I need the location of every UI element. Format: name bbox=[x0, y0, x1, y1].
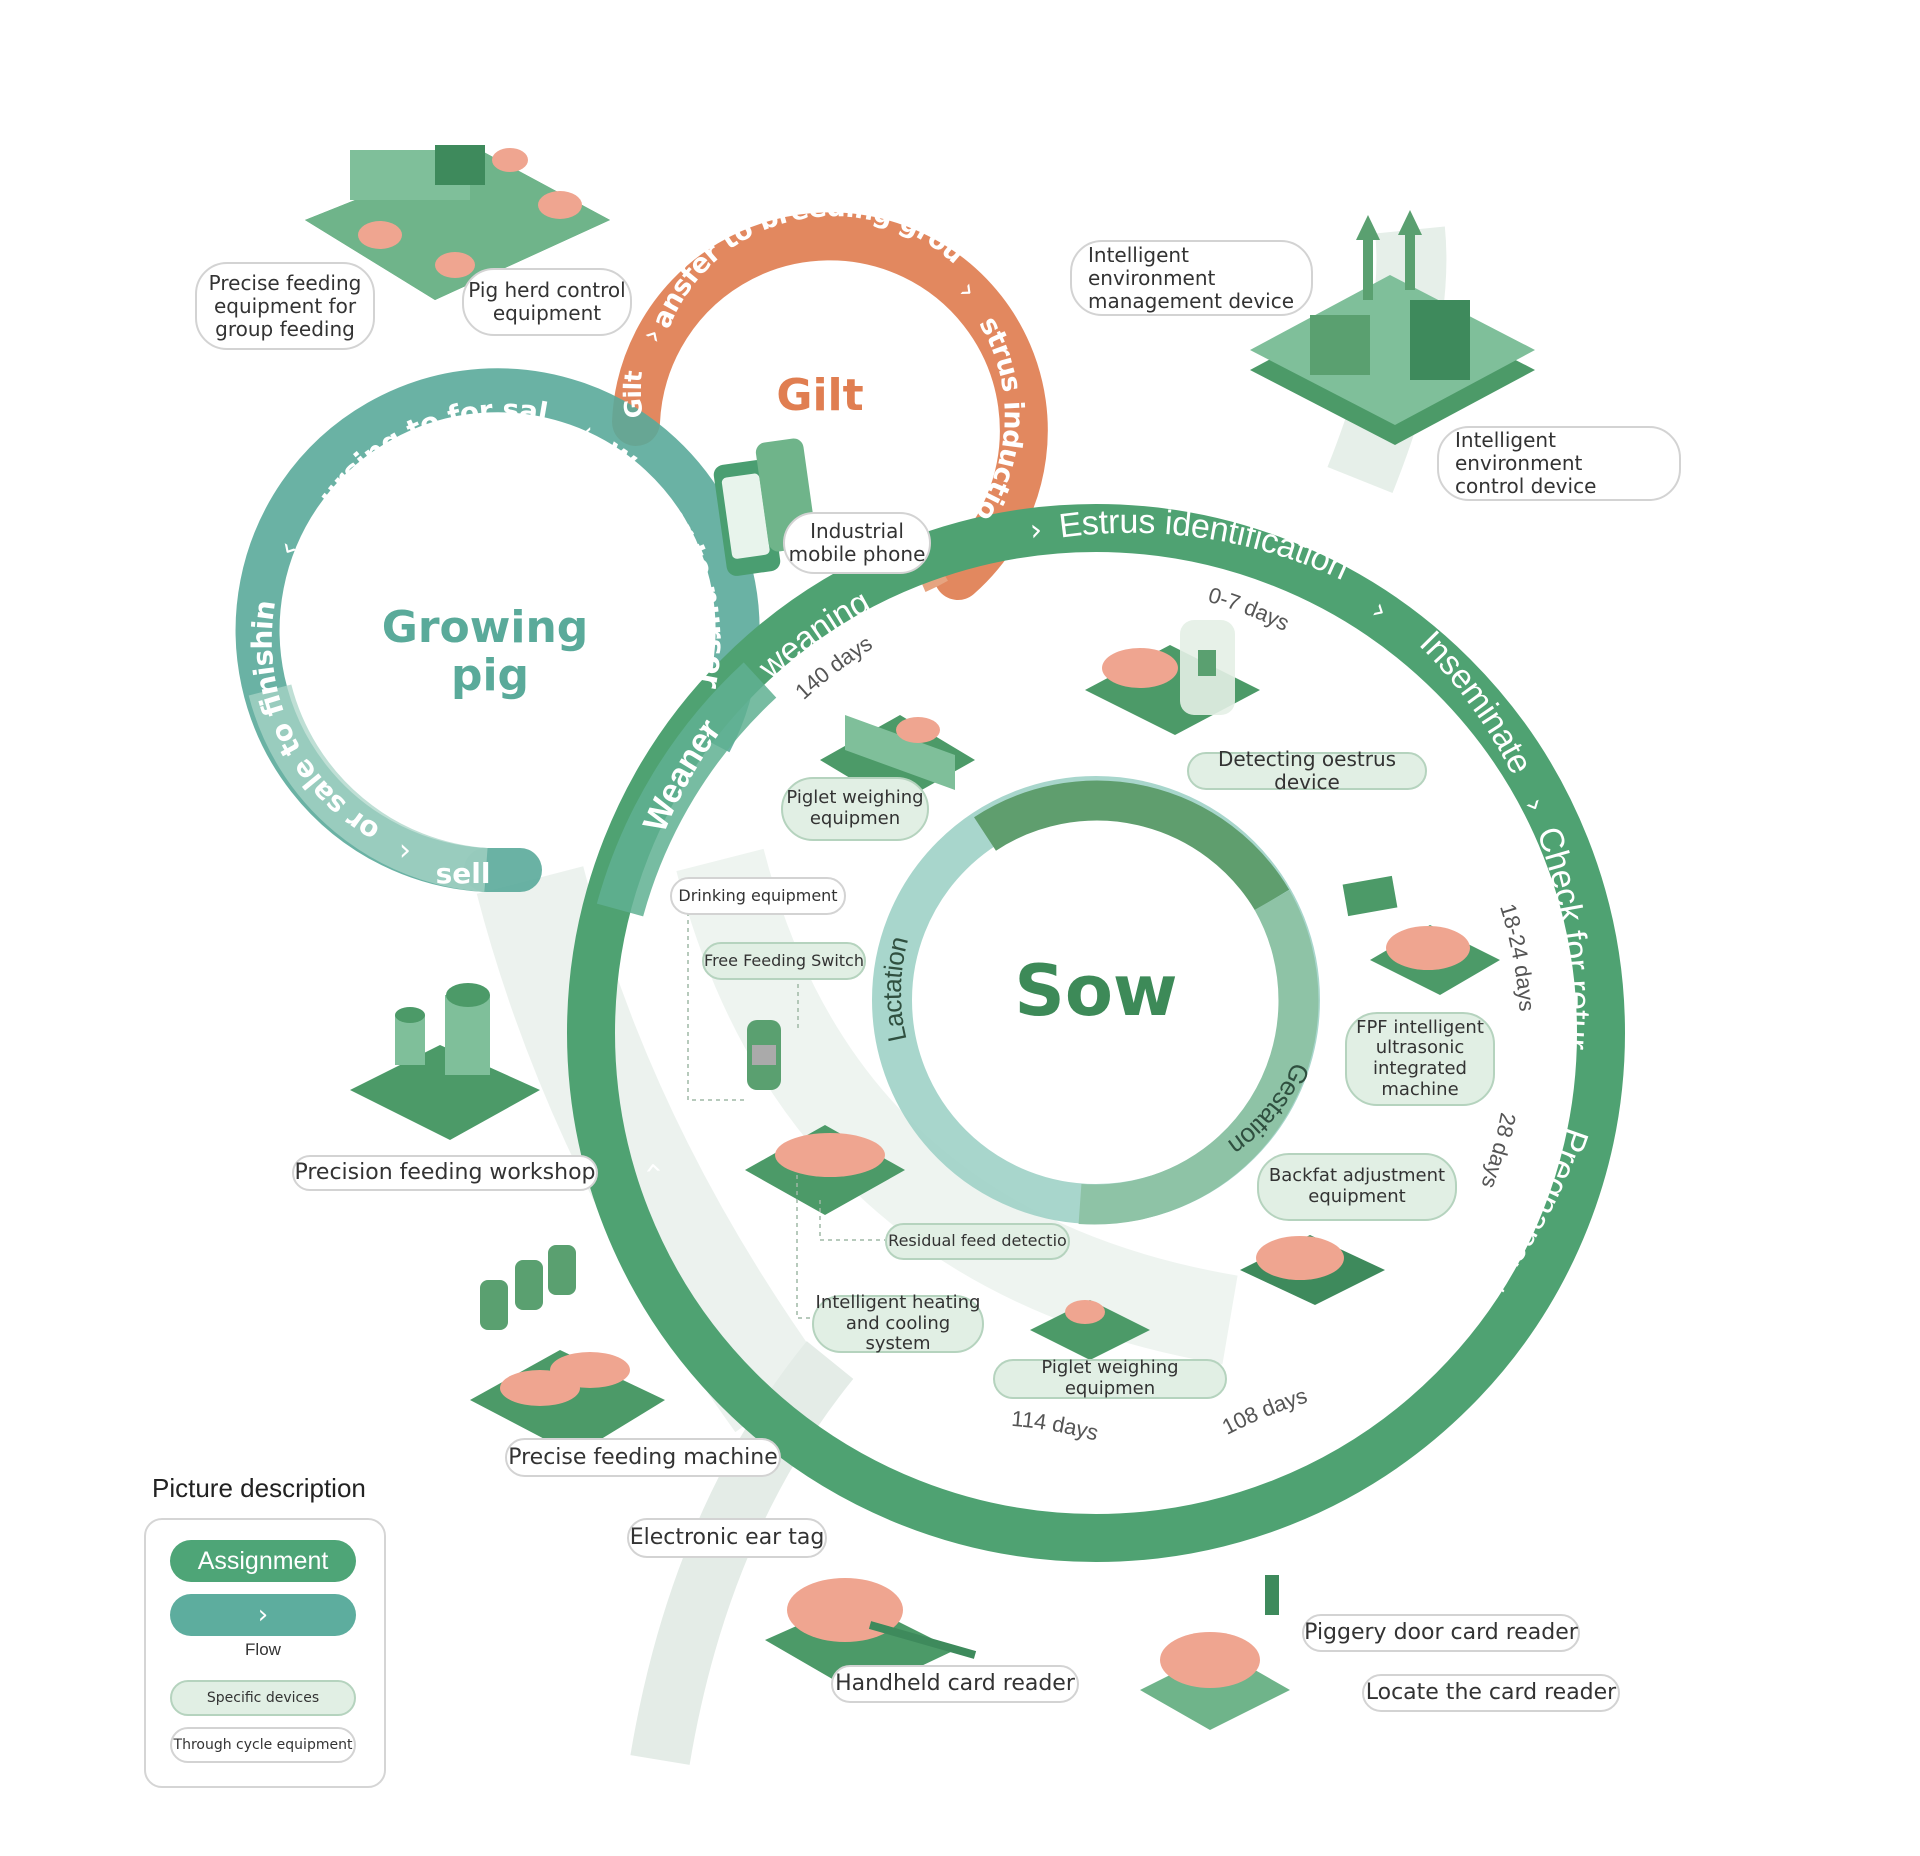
gilt-hub-label: Gilt bbox=[776, 370, 863, 421]
group-feeding-illustration bbox=[305, 145, 610, 300]
legend-assignment: Assignment bbox=[170, 1540, 356, 1582]
legend-flow-label: Flow bbox=[245, 1640, 281, 1659]
feeding-station-illustration bbox=[745, 1020, 905, 1215]
hub-labels: Sow Gilt Growing pig bbox=[382, 370, 1178, 1032]
piglet-weigh-bottom-illustration bbox=[1030, 1300, 1150, 1360]
svg-text:28 days: 28 days bbox=[1476, 1111, 1520, 1192]
flow-arrow: › bbox=[1165, 1462, 1178, 1497]
growing-pig-hub-label-1: Growing bbox=[382, 602, 589, 653]
legend-title: Picture description bbox=[152, 1473, 366, 1503]
legend-through-cycle: Through cycle equipment bbox=[170, 1727, 356, 1763]
device-pig-herd-control: Pig herd control equipment bbox=[462, 268, 632, 336]
door-reader-illustration bbox=[1140, 1575, 1290, 1730]
device-electronic-ear-tag: Electronic ear tag bbox=[627, 1518, 827, 1558]
duration-28-days: 28 days bbox=[1476, 1111, 1520, 1192]
device-fpf-machine: FPF intelligent ultrasonic integrated ma… bbox=[1345, 1012, 1495, 1106]
device-env-management: Intelligent environment management devic… bbox=[1070, 240, 1313, 316]
duration-18-24-days: 18-24 days bbox=[1495, 901, 1540, 1013]
flow-arrow: › bbox=[1394, 1352, 1426, 1387]
growing-ring-labels: Nursing to for sale Weaner to nursery Fo… bbox=[0, 0, 731, 890]
device-drinking: Drinking equipment bbox=[670, 877, 846, 915]
stage-inseminate: Inseminate bbox=[1412, 623, 1539, 779]
device-piglet-weighing-top: Piglet weighing equipmen bbox=[781, 777, 929, 841]
machine-illustrations bbox=[305, 145, 1535, 1730]
svg-text:18-24 days: 18-24 days bbox=[1495, 901, 1540, 1013]
device-piglet-weighing-bottom: Piglet weighing equipmen bbox=[993, 1357, 1227, 1399]
fpf-illustration bbox=[1342, 875, 1500, 995]
device-backfat: Backfat adjustment equipment bbox=[1257, 1153, 1457, 1221]
flow-arrow: › bbox=[581, 417, 593, 452]
device-industrial-phone: Industrial mobile phone bbox=[783, 512, 931, 574]
svg-text:Farrowing: Farrowing bbox=[978, 1439, 1133, 1491]
legend-flow-swatch: › bbox=[170, 1594, 356, 1636]
flow-arrow: › bbox=[1546, 1091, 1583, 1109]
flow-arrow: › bbox=[635, 1160, 671, 1175]
growing-pig-hub-label-2: pig bbox=[451, 650, 529, 701]
duration-114-days: 114 days bbox=[1010, 1406, 1101, 1446]
svg-text:For sale to finishing: For sale to finishing bbox=[0, 0, 385, 849]
backfat-illustration bbox=[1240, 1235, 1385, 1305]
device-residual-feed: Residual feed detectio bbox=[885, 1223, 1070, 1260]
precise-machine-illustration bbox=[470, 1245, 665, 1455]
silo-illustration bbox=[350, 983, 540, 1140]
growing-sale-to-finishing: For sale to finishing bbox=[0, 0, 385, 849]
svg-text:Gilt: Gilt bbox=[619, 369, 649, 419]
device-precise-feeding-machine: Precise feeding machine bbox=[505, 1438, 781, 1477]
svg-text:114 days: 114 days bbox=[1010, 1406, 1101, 1446]
sow-inner-ring bbox=[872, 776, 1320, 1225]
device-free-feeding-switch: Free Feeding Switch bbox=[702, 942, 866, 980]
svg-text:Inseminate: Inseminate bbox=[1412, 623, 1539, 779]
sow-hub-label: Sow bbox=[1014, 950, 1177, 1032]
device-heating-cooling: Intelligent heating and cooling system bbox=[812, 1292, 984, 1354]
oestrus-illustration bbox=[1085, 620, 1260, 735]
growing-sell: sell bbox=[436, 857, 491, 890]
growing-weaner-to-nursery: Weaner to nursery bbox=[0, 0, 731, 691]
device-precision-workshop: Precision feeding workshop bbox=[292, 1155, 598, 1191]
growing-ring bbox=[235, 368, 760, 892]
stage-farrowing: Farrowing bbox=[978, 1439, 1133, 1491]
gilt-ring-gilt-label: Gilt bbox=[619, 369, 649, 419]
device-handheld-reader: Handheld card reader bbox=[831, 1665, 1079, 1703]
device-locate-reader: Locate the card reader bbox=[1362, 1674, 1620, 1712]
device-detecting-oestrus: Detecting oestrus device bbox=[1187, 748, 1427, 794]
legend-specific-devices: Specific devices bbox=[170, 1680, 356, 1716]
device-precise-feeding-group: Precise feeding equipment for group feed… bbox=[195, 262, 375, 350]
flow-arrow: › bbox=[399, 833, 411, 868]
sow-outer-ring bbox=[567, 504, 1625, 1562]
device-env-control: Intelligent environment control device bbox=[1437, 426, 1681, 501]
environment-illustration bbox=[1250, 210, 1535, 445]
device-door-reader: Piggery door card reader bbox=[1302, 1614, 1580, 1652]
svg-text:Weaner to nursery: Weaner to nursery bbox=[0, 0, 731, 691]
flow-arrow: › bbox=[1029, 513, 1044, 549]
